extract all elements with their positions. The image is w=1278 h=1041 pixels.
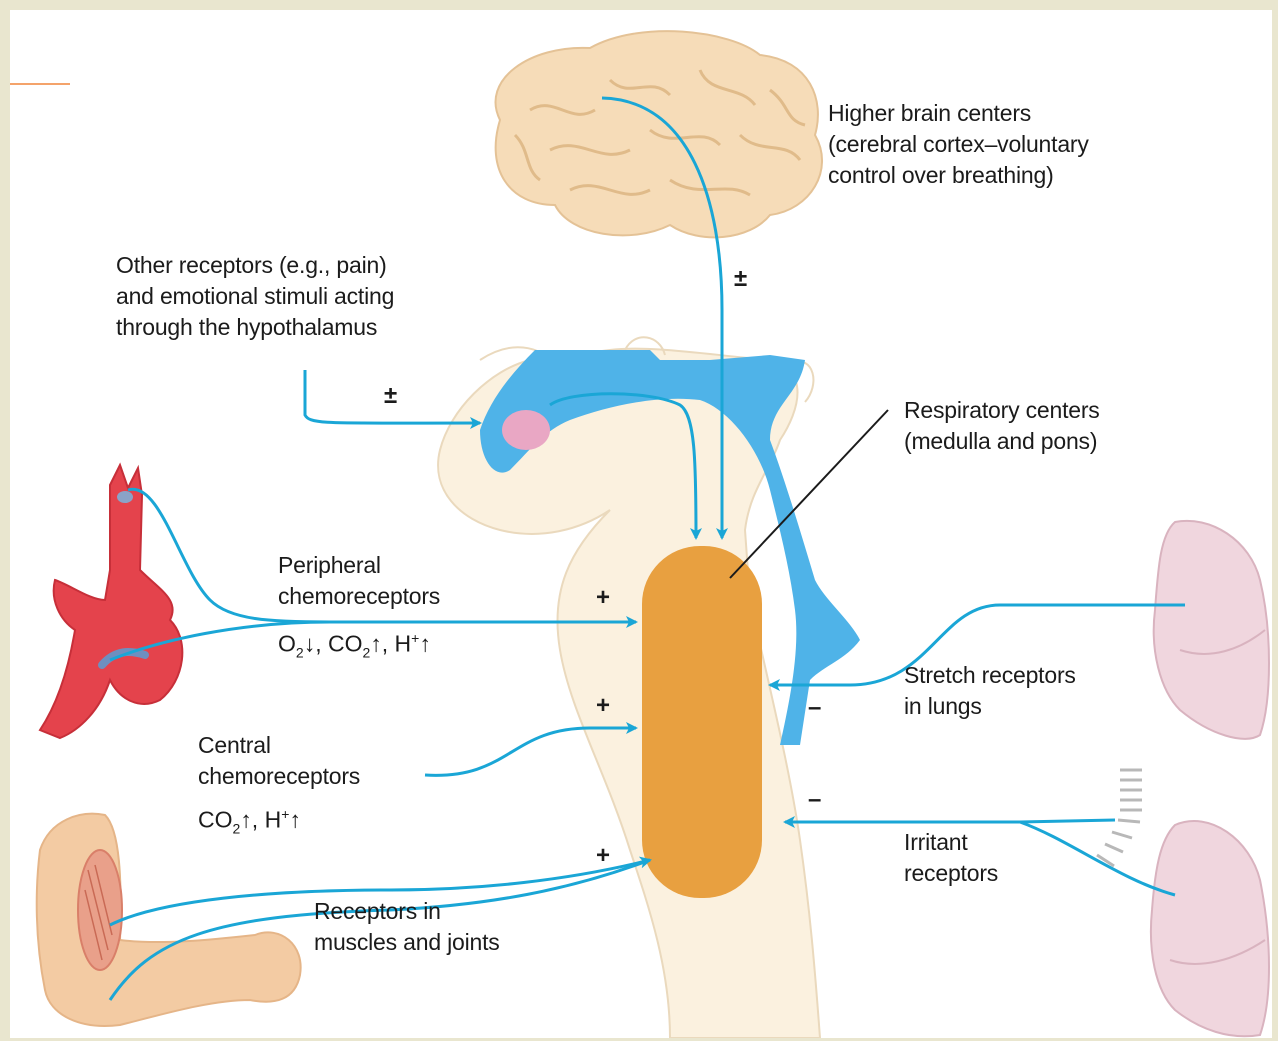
sign-stretch: – (808, 694, 821, 722)
sign-brain: ± (734, 265, 747, 293)
hypothalamus-marker (502, 410, 550, 450)
sign-hypothalamus: ± (384, 382, 397, 410)
label-other-receptors: Other receptors (e.g., pain) and emotion… (116, 250, 394, 343)
label-respiratory-centers: Respiratory centers (medulla and pons) (904, 395, 1100, 457)
aorta-illustration (40, 465, 182, 738)
respiratory-center-shape (642, 546, 762, 898)
peripheral-stimuli: O2↓, CO2↑, H+↑ (278, 630, 431, 660)
label-muscle-joint-receptors: Receptors in muscles and joints (314, 896, 500, 958)
diagram-frame: Higher brain centers (cerebral cortex–vo… (10, 10, 1272, 1038)
label-central-chemoreceptors: Central chemoreceptors (198, 730, 360, 792)
label-higher-brain-centers: Higher brain centers (cerebral cortex–vo… (828, 98, 1089, 191)
label-stretch-receptors: Stretch receptors in lungs (904, 660, 1076, 722)
sign-central: + (596, 692, 610, 720)
sign-muscles: + (596, 842, 610, 870)
central-stimuli: CO2↑, H+↑ (198, 806, 301, 836)
lungs-illustration (1097, 521, 1269, 1036)
sign-irritant: – (808, 786, 821, 814)
label-peripheral-chemoreceptors: Peripheral chemoreceptors (278, 550, 440, 612)
label-irritant-receptors: Irritant receptors (904, 827, 998, 889)
brain-illustration (496, 31, 823, 237)
sign-peripheral: + (596, 584, 610, 612)
